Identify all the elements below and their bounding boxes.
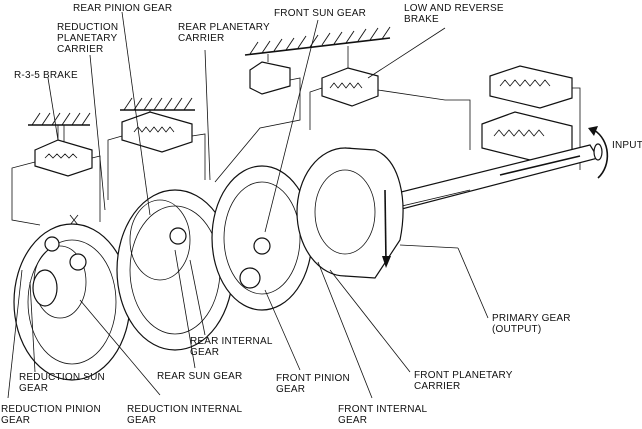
label-rear-pinion-gear: REAR PINION GEAR: [73, 3, 173, 14]
label-reduction-pinion-gear: REDUCTION PINION GEAR: [1, 404, 101, 426]
label-rear-internal-gear: REAR INTERNAL GEAR: [190, 336, 273, 358]
label-reduction-internal-gear: REDUCTION INTERNAL GEAR: [127, 404, 243, 426]
rear-internal-gear-drum: [116, 189, 234, 351]
label-primary-gear-output: PRIMARY GEAR (OUTPUT): [492, 313, 571, 335]
input-rotation-arrow: [588, 126, 609, 179]
label-front-internal-gear: FRONT INTERNAL GEAR: [338, 404, 428, 426]
connecting-links: [11, 77, 581, 226]
center-brake-block: [121, 110, 193, 153]
label-rear-sun-gear: REAR SUN GEAR: [157, 371, 243, 382]
front-pinion-carrier-drum: [211, 165, 313, 311]
low-reverse-brake-block: [249, 46, 379, 107]
label-front-pinion-gear: FRONT PINION GEAR: [276, 373, 350, 395]
label-r35-brake: R-3-5 BRAKE: [14, 70, 78, 81]
label-low-and-reverse-brake: LOW AND REVERSE BRAKE: [404, 3, 504, 25]
label-input: INPUT: [612, 140, 642, 151]
housing-ground-center: [120, 97, 195, 111]
leader-lines: [7, 11, 489, 399]
label-front-sun-gear: FRONT SUN GEAR: [274, 8, 367, 19]
housing-ground-left: [28, 112, 91, 126]
reduction-internal-gear-drum: [13, 223, 131, 381]
input-clutch-blocks: [481, 65, 573, 163]
primary-gear-drum: [296, 147, 404, 279]
label-reduction-sun-gear: REDUCTION SUN GEAR: [19, 372, 105, 394]
label-reduction-planetary-carrier: REDUCTION PLANETARY CARRIER: [57, 22, 119, 55]
housing-ground-top: [244, 26, 391, 56]
label-front-planetary-carrier: FRONT PLANETARY CARRIER: [414, 370, 513, 392]
label-rear-planetary-carrier: REAR PLANETARY CARRIER: [178, 22, 270, 44]
r35-brake-block: [34, 125, 93, 177]
